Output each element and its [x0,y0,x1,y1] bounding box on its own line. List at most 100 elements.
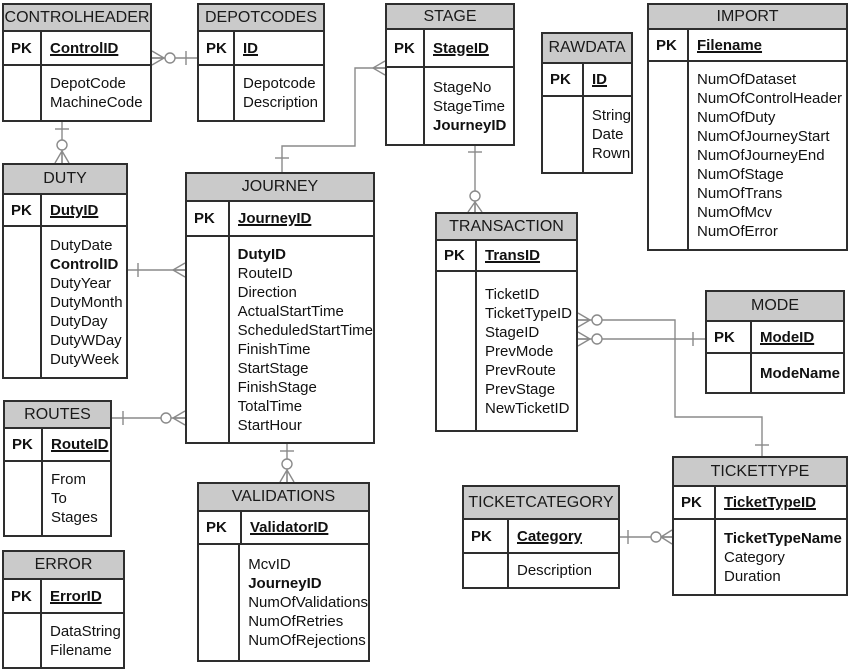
field-name: Stages [51,509,98,526]
pk-label: PK [674,487,716,518]
pk-label: PK [4,32,42,64]
pk-field-name: ModeID [760,328,815,346]
table-title: STAGE [387,5,513,30]
field-name: ModeName [760,364,841,382]
pk-column-spacer [4,66,42,120]
field-name: ActualStartTime [237,302,344,320]
field-name: StageTime [433,97,505,115]
pk-column-spacer [543,97,584,172]
field-name: TicketID [485,285,540,303]
field-name: NewTicketID [485,399,570,417]
field-name: Direction [237,283,297,301]
pk-label: PK [387,30,425,66]
pk-label: PK [437,241,477,270]
field-name: JourneyID [433,116,507,134]
field-name: NumOfStage [697,166,784,183]
field-name: PrevStage [485,380,556,398]
pk-field-name: ControlID [50,39,119,57]
field-name: DutyYear [50,274,112,292]
pk-label: PK [199,32,235,64]
field-name: FinishStage [237,378,317,396]
pk-column-spacer [199,66,235,120]
pk-field-name: ID [243,39,258,57]
pk-column-spacer [464,554,509,587]
field-name: NumOfRetries [248,613,344,630]
relationship-controlheader-duty [54,118,70,164]
relationship-journey-validations [279,440,295,483]
pk-field-name: JourneyID [238,210,312,227]
field-name: Depotcode [243,75,316,92]
field-name: McvID [248,556,291,573]
table-title: VALIDATIONS [199,484,368,512]
table-title: RAWDATA [543,34,631,64]
table-title: MODE [707,292,843,322]
table-title: CONTROLHEADER [4,5,150,32]
field-section: ModeName [707,354,843,392]
pk-row: PK ControlID [4,32,150,66]
field-name: NumOfError [697,223,778,240]
field-name: StartStage [237,359,309,377]
pk-column-spacer [649,62,689,249]
field-list: ModeName [752,354,840,392]
relationship-tickettype-transaction [577,312,769,456]
field-name: NumOfDuty [697,109,776,126]
pk-row: PK ID [199,32,323,66]
field-name: NumOfTrans [697,185,783,202]
relationship-depotcodes-controlheader [151,50,197,66]
field-name: DataString [50,622,121,640]
pk-column-spacer [199,545,241,660]
pk-column-spacer [4,614,42,667]
pk-column-spacer [5,462,43,535]
field-name: DutyID [237,245,286,263]
field-name: DutyDay [50,312,108,330]
pk-label: PK [199,512,242,543]
field-name: DepotCode [50,75,126,92]
field-name: NumOfValidations [248,594,368,611]
field-name: NumOfControlHeader [697,90,843,107]
table-title: TICKETTYPE [674,458,846,487]
relationship-ticketcategory-tickettype [620,529,673,545]
field-name: StageID [485,323,540,341]
pk-label: PK [187,202,230,235]
field-name: To [51,490,67,507]
pk-field-name: RouteID [51,436,109,453]
pk-field-name: Category [517,527,583,545]
pk-label: PK [5,429,43,460]
field-name: NumOfMcv [697,204,772,221]
pk-label: PK [4,195,42,225]
field-name: RouteID [237,264,293,282]
table-title: JOURNEY [187,174,373,202]
field-name: DutyDate [50,236,113,254]
field-name: NumOfJourneyStart [697,128,830,145]
relationship-duty-journey [128,262,186,278]
